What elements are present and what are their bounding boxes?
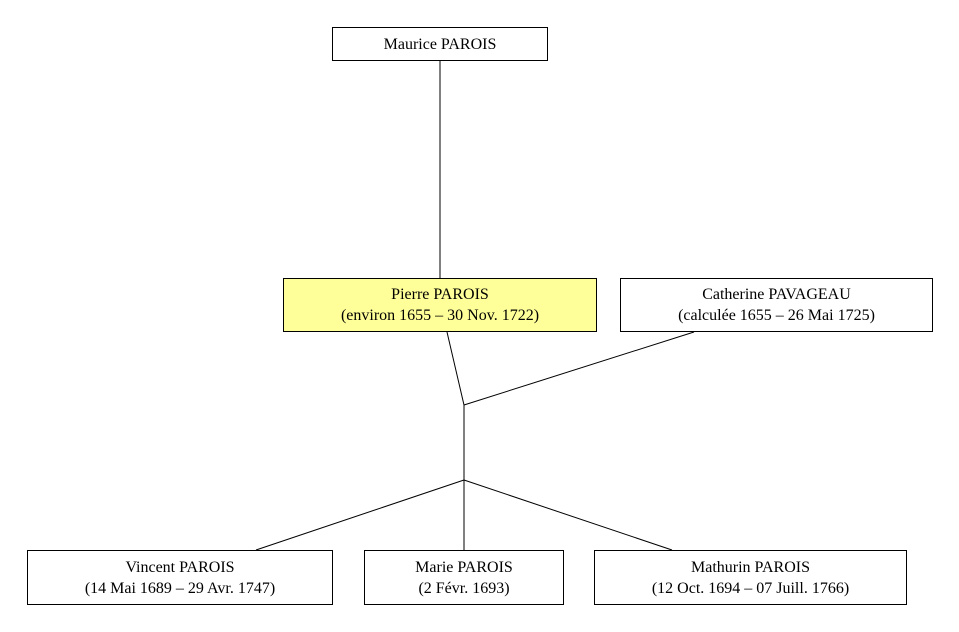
- child-dates: (2 Févr. 1693): [418, 579, 510, 597]
- subject-name: Pierre PAROIS: [391, 286, 489, 303]
- child-name: Vincent PAROIS: [125, 558, 235, 576]
- spouse-box[interactable]: Catherine PAVAGEAU (calculée 1655 – 26 M…: [620, 278, 933, 332]
- child-dates: (12 Oct. 1694 – 07 Juill. 1766): [651, 579, 850, 597]
- ancestor-name: Maurice PAROIS: [383, 35, 497, 53]
- child-box[interactable]: Vincent PAROIS (14 Mai 1689 – 29 Avr. 17…: [27, 550, 333, 605]
- edge-to-child-3: [463, 479, 673, 551]
- child-dates: (14 Mai 1689 – 29 Avr. 1747): [84, 579, 276, 597]
- edge-spouse-junction: [463, 331, 695, 406]
- subject-box[interactable]: Pierre PAROIS (environ 1655 – 30 Nov. 17…: [283, 278, 597, 332]
- subject-dates: (environ 1655 – 30 Nov. 1722): [340, 307, 540, 324]
- child-name: Marie PAROIS: [415, 558, 513, 576]
- child-box[interactable]: Marie PAROIS (2 Févr. 1693): [364, 550, 564, 605]
- edge-subject-junction: [446, 331, 465, 406]
- child-box[interactable]: Mathurin PAROIS (12 Oct. 1694 – 07 Juill…: [594, 550, 907, 605]
- spouse-dates: (calculée 1655 – 26 Mai 1725): [678, 307, 875, 324]
- edge-to-child-1: [255, 479, 465, 551]
- spouse-name: Catherine PAVAGEAU: [702, 286, 851, 303]
- ancestor-box[interactable]: Maurice PAROIS: [332, 27, 548, 61]
- child-name: Mathurin PAROIS: [691, 558, 810, 576]
